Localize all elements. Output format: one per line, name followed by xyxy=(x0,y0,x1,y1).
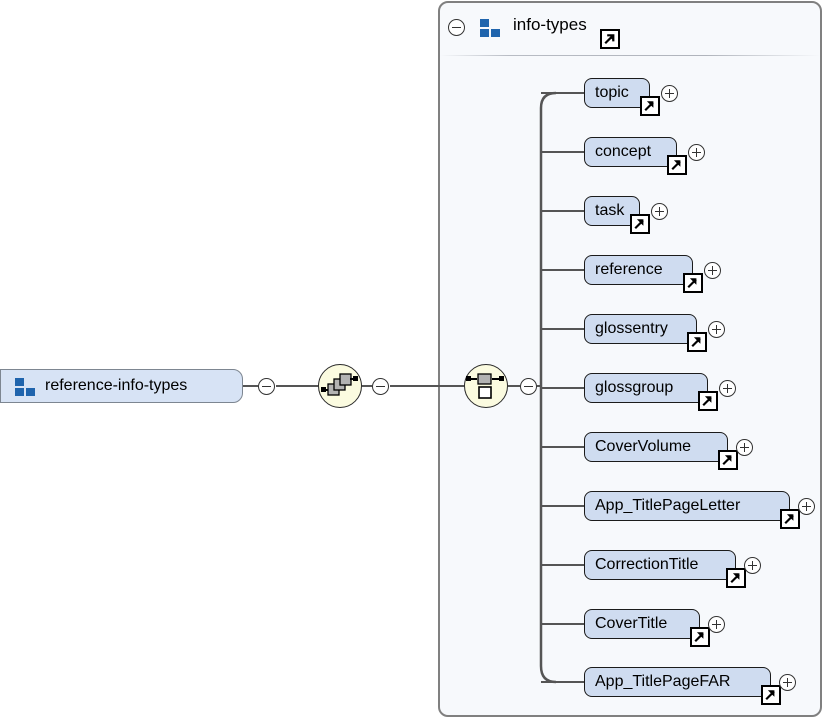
node-label: glossentry xyxy=(595,320,668,337)
external-reference-icon[interactable] xyxy=(600,29,620,49)
external-reference-icon[interactable] xyxy=(761,685,781,705)
external-reference-icon[interactable] xyxy=(630,214,650,234)
toggle-glossentry-plus-icon[interactable] xyxy=(708,321,725,338)
external-reference-icon[interactable] xyxy=(690,627,710,647)
toggle-task-plus-icon[interactable] xyxy=(651,203,668,220)
type-squares-icon xyxy=(15,378,35,396)
node-label: topic xyxy=(595,84,629,101)
root-node-label: reference-info-types xyxy=(45,377,188,394)
node-label: CorrectionTitle xyxy=(595,556,699,573)
node-label: glossgroup xyxy=(595,379,674,396)
toggle-root-minus-icon[interactable] xyxy=(258,378,275,395)
choice-compositor[interactable] xyxy=(464,364,508,408)
toggle-choice-minus-icon[interactable] xyxy=(520,378,537,395)
external-reference-icon[interactable] xyxy=(687,332,707,352)
type-squares-icon xyxy=(480,19,500,37)
external-reference-icon[interactable] xyxy=(718,450,738,470)
child-node-correctiontitle[interactable]: CorrectionTitle xyxy=(584,550,736,580)
choice-icon xyxy=(466,373,504,399)
toggle-covervolume-plus-icon[interactable] xyxy=(736,439,753,456)
child-node-covertitle[interactable]: CoverTitle xyxy=(584,609,700,639)
child-node-glossgroup[interactable]: glossgroup xyxy=(584,373,708,403)
sequence-compositor[interactable] xyxy=(318,364,362,408)
node-label: CoverVolume xyxy=(595,438,692,455)
child-node-app-titlepagefar[interactable]: App_TitlePageFAR xyxy=(584,667,771,697)
node-label: concept xyxy=(595,143,652,160)
child-node-concept[interactable]: concept xyxy=(584,137,677,167)
toggle-sequence-minus-icon[interactable] xyxy=(372,378,389,395)
node-label: App_TitlePageFAR xyxy=(595,673,731,690)
child-node-reference[interactable]: reference xyxy=(584,255,693,285)
child-node-topic[interactable]: topic xyxy=(584,78,650,108)
external-reference-icon[interactable] xyxy=(683,273,703,293)
toggle-app-titlepagefar-plus-icon[interactable] xyxy=(779,674,796,691)
toggle-app-titlepageletter-plus-icon[interactable] xyxy=(798,498,815,515)
node-label: task xyxy=(595,202,625,219)
node-label: App_TitlePageLetter xyxy=(595,497,741,514)
group-title: info-types xyxy=(513,15,587,34)
external-reference-icon[interactable] xyxy=(726,568,746,588)
toggle-covertitle-plus-icon[interactable] xyxy=(708,616,725,633)
child-node-glossentry[interactable]: glossentry xyxy=(584,314,697,344)
child-node-app-titlepageletter[interactable]: App_TitlePageLetter xyxy=(584,491,790,521)
external-reference-icon[interactable] xyxy=(698,391,718,411)
toggle-topic-plus-icon[interactable] xyxy=(661,85,678,102)
info-types-group-panel xyxy=(438,1,822,717)
root-node-reference-info-types[interactable]: reference-info-types xyxy=(0,369,243,403)
toggle-group-minus-icon[interactable] xyxy=(448,19,465,36)
external-reference-icon[interactable] xyxy=(640,96,660,116)
node-label: CoverTitle xyxy=(595,615,668,632)
toggle-concept-plus-icon[interactable] xyxy=(688,144,705,161)
node-label: reference xyxy=(595,261,663,278)
toggle-reference-plus-icon[interactable] xyxy=(704,262,721,279)
sequence-icon xyxy=(321,373,358,396)
toggle-glossgroup-plus-icon[interactable] xyxy=(719,380,736,397)
child-node-covervolume[interactable]: CoverVolume xyxy=(584,432,728,462)
toggle-correctiontitle-plus-icon[interactable] xyxy=(744,557,761,574)
panel-header-divider xyxy=(440,55,820,56)
external-reference-icon[interactable] xyxy=(667,155,687,175)
group-header: info-types xyxy=(438,1,822,55)
external-reference-icon[interactable] xyxy=(780,509,800,529)
